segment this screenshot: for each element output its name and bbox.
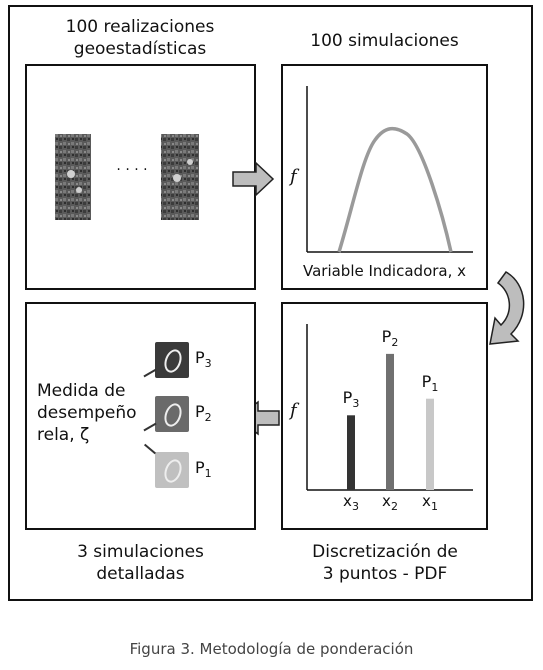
ellipsis-dots: · · · · [116,162,148,178]
y-symbol-f: f [290,166,297,187]
x-axis-label: Variable Indicadora, x [302,262,467,280]
simulation-thumbnail-p1 [155,452,189,488]
label-top-left: 100 realizaciones geoestadísticas [65,17,215,59]
simulation-thumbnail-p2 [155,396,189,432]
simulation-thumbnail-p3 [155,342,189,378]
figure-caption: Figura 3. Metodología de ponderación [129,640,414,658]
simulation-label-p3: P3 [195,348,212,371]
bar-label-p3: P3 [342,388,360,411]
label-bottom-left: 3 simulaciones detalladas [77,542,204,584]
realization-maps [55,134,199,220]
panel-realizations: · · · · [25,64,256,290]
label-bottom-right: Discretización de 3 puntos - PDF [312,542,458,584]
bar-p2 [386,353,394,490]
pdf-curve-chart [306,86,473,253]
panel-discretization: f P3 x3 P2 x2 P1 x1 [281,302,488,530]
x-tick-label-x3: x3 [343,492,359,513]
x-tick-label-x1: x1 [422,492,438,513]
x-tick-label-x2: x2 [382,492,398,513]
y-symbol-f: f [290,400,297,421]
connector-line [143,443,157,455]
simulation-label-p2: P2 [195,402,212,425]
label-top-right: 100 simulaciones [310,31,459,51]
bar-p3 [347,415,355,490]
bar-p1 [426,398,434,490]
bar-label-p2: P2 [381,326,399,350]
pdf-curve [337,126,453,253]
discretization-bar-chart [306,324,473,491]
panel-simulations-pdf: f Variable Indicadora, x [281,64,488,290]
simulation-label-p1: P1 [195,458,212,481]
bar-label-p1: P1 [421,371,439,394]
figure-frame [8,5,533,601]
performance-measure-text: Medida de desempeño rela, ζ [37,381,137,445]
